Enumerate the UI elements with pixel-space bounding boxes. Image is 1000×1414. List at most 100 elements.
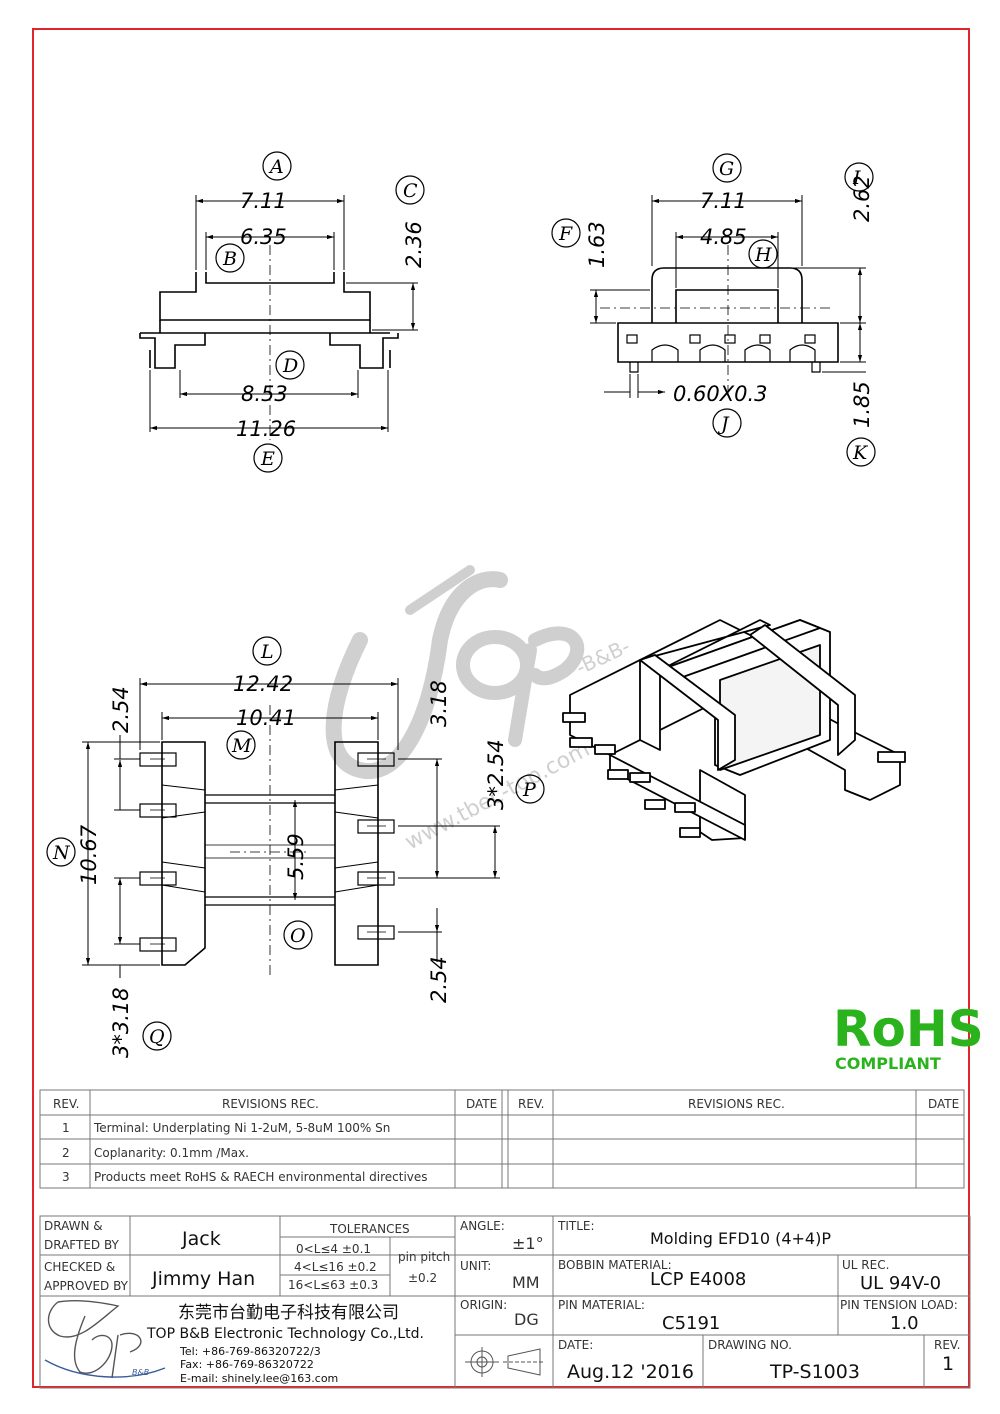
balloon-n: N [52,842,71,864]
rec-header-right: REVISIONS REC. [688,1097,785,1111]
balloon-e: E [260,448,275,470]
projection-symbol [465,1347,545,1377]
tension-label: PIN TENSION LOAD: [840,1298,958,1312]
tolerance-row-2: 4<L≤16 ±0.2 [294,1260,377,1274]
dim-q: 3*3.18 [109,987,133,1058]
drawing-no-value: TP-S1003 [769,1361,860,1383]
dim-g: 7.11 [700,189,747,213]
dim-e: 11.26 [236,417,296,441]
rev-row-3-text: Products meet RoHS & RAECH environmental… [94,1170,428,1184]
angle-label: ANGLE: [460,1219,505,1233]
top-view [139,195,418,440]
ul-value: UL 94V-0 [860,1273,941,1294]
drawn-label-1: DRAWN & [44,1219,103,1233]
company-fax: Fax: +86-769-86320722 [180,1358,314,1371]
date-value: Aug.12 '2016 [567,1361,694,1383]
sheet-border [32,28,970,1388]
bobbin-value: LCP E4008 [650,1269,746,1290]
dim-l: 12.42 [233,672,293,696]
tolerances-title: TOLERANCES [329,1222,410,1236]
checked-label-1: CHECKED & [44,1260,115,1274]
balloon-m: M [231,735,252,757]
dim-j: 0.60X0.3 [673,382,768,406]
checked-label-2: APPROVED BY [44,1279,129,1293]
rev-value: 1 [942,1353,954,1375]
bottom-view [82,678,500,978]
dim-2-54-top: 2.54 [109,686,133,733]
drawn-label-2: DRAFTED BY [44,1238,120,1252]
rev-row-1-num: 1 [62,1121,70,1135]
title-block-grid [39,1215,971,1389]
side-view [590,195,866,398]
origin-value: DG [514,1310,539,1329]
tension-value: 1.0 [890,1313,919,1334]
dim-k: 1.85 [850,381,874,428]
drawing-no-label: DRAWING NO. [708,1338,792,1352]
dim-m: 10.41 [236,706,296,730]
dim-n: 10.67 [77,824,101,885]
company-email: E-mail: shinely.lee@163.com [180,1372,338,1385]
balloon-j: J [717,413,730,435]
dim-f: 1.63 [585,221,609,268]
title-label: TITLE: [557,1219,595,1233]
dim-p: 3*2.54 [484,739,508,810]
balloon-l: L [260,641,274,663]
isometric-view [562,619,906,841]
balloon-p: P [522,779,537,801]
dim-i: 2.62 [850,175,874,222]
balloon-q: Q [149,1026,165,1048]
balloon-o: O [290,925,306,947]
tolerance-row-3: 16<L≤63 ±0.3 [288,1278,378,1292]
company-tel: Tel: +86-769-86320722/3 [179,1345,321,1358]
side-view-dims: 7.11 4.85 0.60X0.3 1.63 2.62 1.85 F G H … [551,153,876,467]
balloon-i: I [852,167,861,189]
rev-header-left: REV. [53,1097,79,1111]
checked-value: Jimmy Han [151,1268,255,1290]
balloon-f: F [558,223,573,245]
pin-material-label: PIN MATERIAL: [558,1298,645,1312]
company-name-en: TOP B&B Electronic Technology Co.,Ltd. [146,1326,424,1342]
logo-bb: B&B [132,1368,149,1377]
pin-pitch-label: pin pitch [398,1250,450,1264]
dim-d: 8.53 [241,382,288,406]
dim-c: 2.36 [402,221,426,268]
balloon-h: H [754,244,772,266]
title-block-text: DRAWN & DRAFTED BY Jack CHECKED & APPROV… [44,1219,960,1385]
balloon-b: B [222,248,237,270]
date-header-right: DATE [928,1097,959,1111]
bobbin-label: BOBBIN MATERIAL: [558,1258,672,1272]
drawn-value: Jack [181,1228,221,1250]
rohs-compliant: COMPLIANT [835,1054,941,1073]
rec-header-left: REVISIONS REC. [222,1097,319,1111]
ul-label: UL REC. [842,1258,889,1272]
balloon-k: K [852,442,869,464]
dim-2-54-bottom: 2.54 [427,956,451,1003]
balloon-a: A [268,156,284,178]
bottom-view-dims: 12.42 10.41 10.67 2.54 3*3.18 3.18 3*2.5… [46,636,545,1058]
rev-row-2-text: Coplanarity: 0.1mm /Max. [94,1146,249,1160]
rev-row-2-num: 2 [62,1146,70,1160]
balloon-g: G [719,158,734,180]
unit-value: MM [512,1273,540,1292]
revisions-text: REV. REVISIONS REC. DATE REV. REVISIONS … [53,1097,959,1184]
origin-label: ORIGIN: [460,1298,507,1312]
revisions-table [39,1089,965,1189]
dim-h: 4.85 [700,225,747,249]
dim-o: 5.59 [284,833,308,880]
rev-header-right: REV. [518,1097,544,1111]
balloon-c: C [403,180,418,202]
date-header-left: DATE [466,1097,497,1111]
dim-3-18-right: 3.18 [427,680,451,727]
balloon-d: D [282,355,298,377]
rev-row-1-text: Terminal: Underplating Ni 1-2uM, 5-8uM 1… [93,1121,390,1135]
title-value: Molding EFD10 (4+4)P [650,1229,831,1248]
angle-value: ±1° [512,1234,544,1253]
pin-pitch-value: ±0.2 [408,1271,437,1285]
tolerance-row-1: 0<L≤4 ±0.1 [296,1242,371,1256]
date-label: DATE: [558,1338,593,1352]
dim-a: 7.11 [240,189,287,213]
company-logo: B&B [44,1300,166,1379]
company-name-cn: 东莞市台勤电子科技有限公司 [178,1303,399,1323]
